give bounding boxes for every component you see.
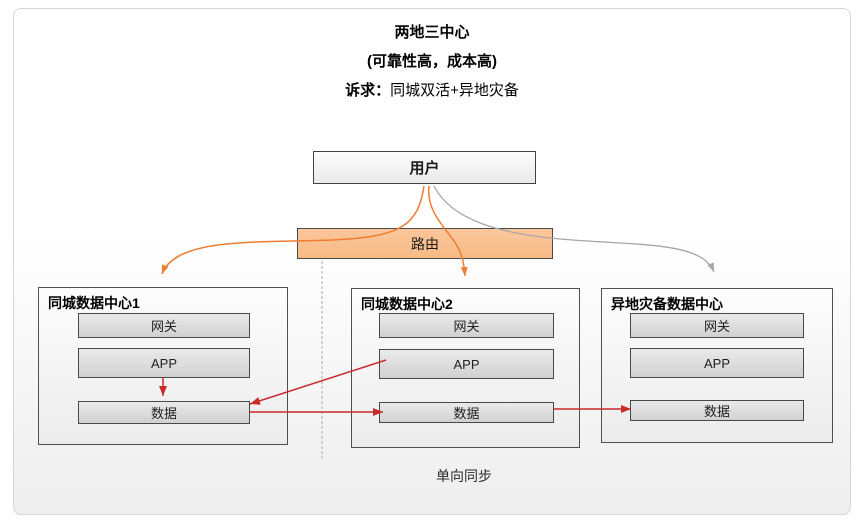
dc3-gateway-box: 网关 [630, 313, 804, 338]
diagram-title: 两地三中心 [394, 24, 470, 41]
demand-label: 诉求： [345, 82, 391, 99]
dc2-data-box: 数据 [379, 402, 554, 423]
dc3-box: 异地灾备数据中心 网关 APP 数据 [601, 288, 833, 443]
dc1-gateway-box: 网关 [78, 313, 250, 338]
dc2-app-box: APP [379, 349, 554, 379]
dc1-box: 同城数据中心1 网关 APP 数据 [38, 287, 288, 445]
user-node-label: 用户 [409, 160, 440, 177]
dc3-app-box: APP [630, 348, 804, 378]
one-way-sync-note: 单向同步 [436, 468, 492, 484]
dc2-gateway-box: 网关 [379, 313, 554, 338]
dc3-title: 异地灾备数据中心 [611, 296, 723, 312]
diagram-subtitle: (可靠性高，成本高) [367, 53, 497, 70]
dc1-title: 同城数据中心1 [48, 295, 140, 311]
dc2-title: 同城数据中心2 [361, 296, 453, 312]
router-node-label: 路由 [411, 235, 439, 252]
dc1-app-box: APP [78, 348, 250, 378]
router-node: 路由 [297, 228, 553, 259]
demand-line: 诉求：同城双活+异地灾备 [0, 76, 864, 105]
dc2-box: 同城数据中心2 网关 APP 数据 [351, 288, 580, 448]
dc3-data-box: 数据 [630, 400, 804, 421]
demand-text: 同城双活+异地灾备 [390, 82, 519, 99]
diagram-title-block: 两地三中心 (可靠性高，成本高) 诉求：同城双活+异地灾备 [0, 18, 864, 105]
dc1-data-box: 数据 [78, 401, 250, 424]
user-node: 用户 [313, 151, 536, 184]
